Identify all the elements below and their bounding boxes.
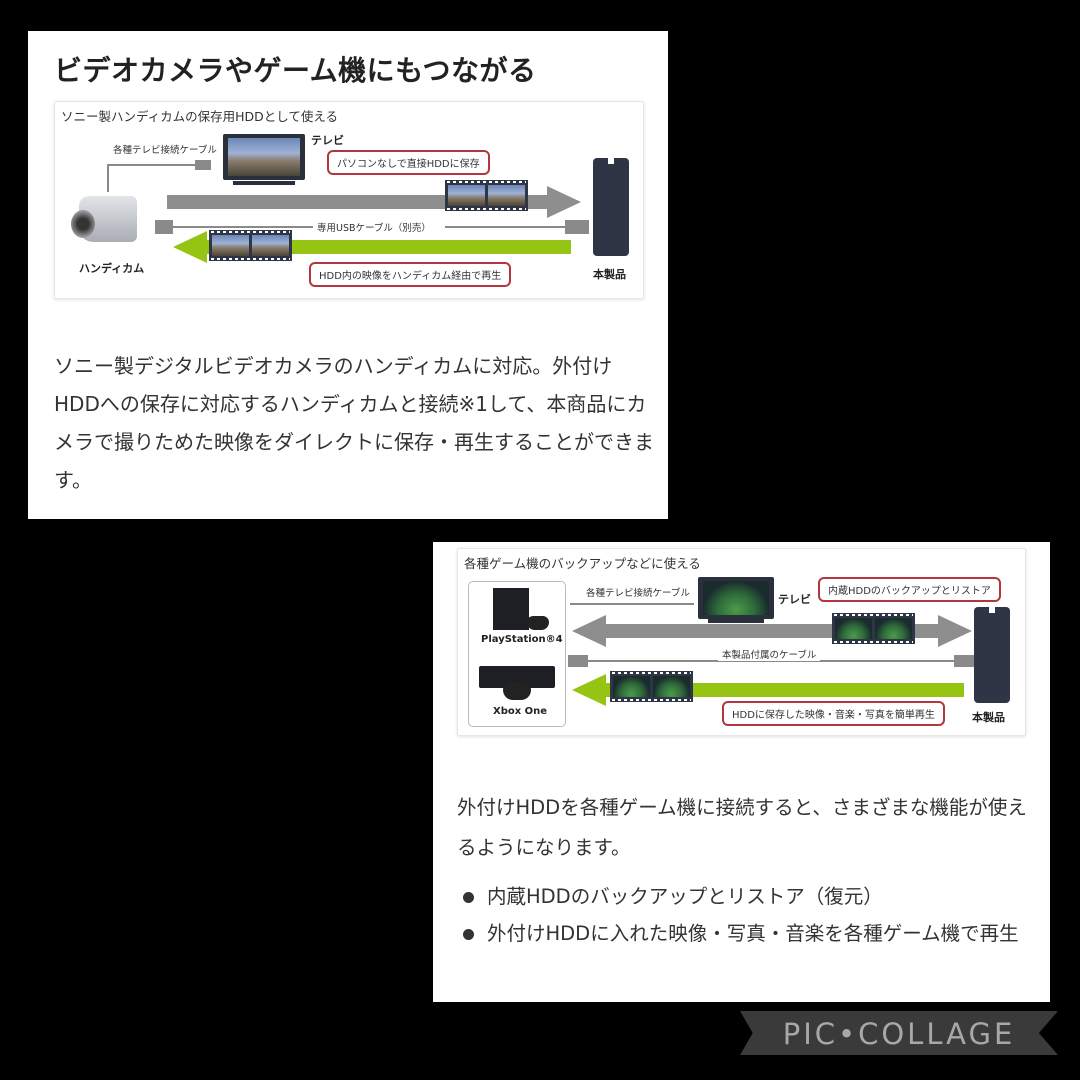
diagram-title: 各種ゲーム機のバックアップなどに使える <box>464 556 701 571</box>
game-console-description: 外付けHDDを各種ゲーム機に接続すると、さまざまな機能が使えるようになります。 <box>457 796 1027 859</box>
tv-cable-label: 各種テレビ接続ケーブル <box>113 145 217 156</box>
watermark-text: PIC•COLLAGE <box>782 1017 1016 1051</box>
tv-stand <box>708 619 764 623</box>
tv-cable-label: 各種テレビ接続ケーブル <box>586 588 690 599</box>
play-arrow <box>205 240 571 254</box>
feature-item: 内蔵HDDのバックアップとリストア（復元） <box>459 880 1029 913</box>
film-strip-save <box>445 180 528 211</box>
save-arrowhead <box>547 186 581 218</box>
tv-label: テレビ <box>778 593 811 606</box>
tv-cable <box>570 603 694 605</box>
handycam-card: ビデオカメラやゲーム機にもつながる ソニー製ハンディカムの保存用HDDとして使え… <box>28 31 668 519</box>
section-heading: ビデオカメラやゲーム機にもつながる <box>54 54 537 87</box>
cable-label: 本製品付属のケーブル <box>718 647 821 661</box>
game-console-diagram: 各種ゲーム機のバックアップなどに使える PlayStation®4 Xbox O… <box>457 548 1026 736</box>
handycam-diagram: ソニー製ハンディカムの保存用HDDとして使える テレビ 各種テレビ接続ケーブル … <box>54 101 644 299</box>
ps4-label: PlayStation®4 <box>481 634 563 645</box>
tv-icon <box>223 134 305 180</box>
diagram-title: ソニー製ハンディカムの保存用HDDとして使える <box>61 109 339 124</box>
callout-play: HDD内の映像をハンディカム経由で再生 <box>309 262 512 287</box>
play-arrowhead <box>572 674 606 706</box>
tv-icon <box>698 577 774 619</box>
console-box: PlayStation®4 Xbox One <box>468 581 566 727</box>
film-strip-play <box>610 671 693 702</box>
usb-cable-left <box>173 226 313 228</box>
usb-cable-right <box>445 226 565 228</box>
handycam-description: ソニー製デジタルビデオカメラのハンディカムに対応。外付けHDDへの保存に対応する… <box>54 354 654 492</box>
backup-arrowhead-right <box>938 615 972 647</box>
callout-save: パソコンなしで直接HDDに保存 <box>327 150 490 175</box>
tv-cable <box>107 164 207 166</box>
bullet-icon <box>463 929 474 940</box>
handycam-camera-icon <box>69 188 141 252</box>
camera-label: ハンディカム <box>79 262 145 275</box>
xbox-label: Xbox One <box>493 706 548 717</box>
cable-plug-left <box>568 655 588 667</box>
xbox-controller-icon <box>503 682 531 700</box>
usb-plug-left <box>155 220 173 234</box>
feature-list: 内蔵HDDのバックアップとリストア（復元） 外付けHDDに入れた映像・写真・音楽… <box>459 880 1029 954</box>
product-label: 本製品 <box>972 711 1005 724</box>
usb-cable-label: 専用USBケーブル（別売） <box>317 223 431 234</box>
game-console-card: 各種ゲーム機のバックアップなどに使える PlayStation®4 Xbox O… <box>433 542 1050 1002</box>
ps4-icon <box>493 588 529 630</box>
film-strip-backup <box>832 613 915 644</box>
backup-arrowhead-left <box>572 615 606 647</box>
usb-plug-right <box>565 220 589 234</box>
film-strip-play <box>209 230 292 261</box>
tv-plug <box>195 160 211 170</box>
hdd-product-icon <box>593 158 629 256</box>
cable-plug-right <box>954 655 976 667</box>
play-arrow <box>604 683 964 697</box>
callout-backup: 内蔵HDDのバックアップとリストア <box>818 577 1001 602</box>
pic-collage-watermark: PIC•COLLAGE <box>740 1011 1058 1055</box>
hdd-product-icon <box>974 607 1010 703</box>
accessory-cable <box>588 660 958 662</box>
feature-item: 外付けHDDに入れた映像・写真・音楽を各種ゲーム機で再生 <box>459 917 1029 950</box>
tv-stand <box>233 181 295 185</box>
bullet-icon <box>463 892 474 903</box>
tv-cable-vertical <box>107 164 109 192</box>
watermark-ribbon <box>740 1011 1058 1055</box>
ps4-controller-icon <box>527 616 549 630</box>
play-arrowhead <box>173 231 207 263</box>
tv-label: テレビ <box>311 134 344 147</box>
product-label: 本製品 <box>593 268 626 281</box>
callout-play: HDDに保存した映像・音楽・写真を簡単再生 <box>722 701 945 726</box>
xbox-icon <box>479 666 555 688</box>
